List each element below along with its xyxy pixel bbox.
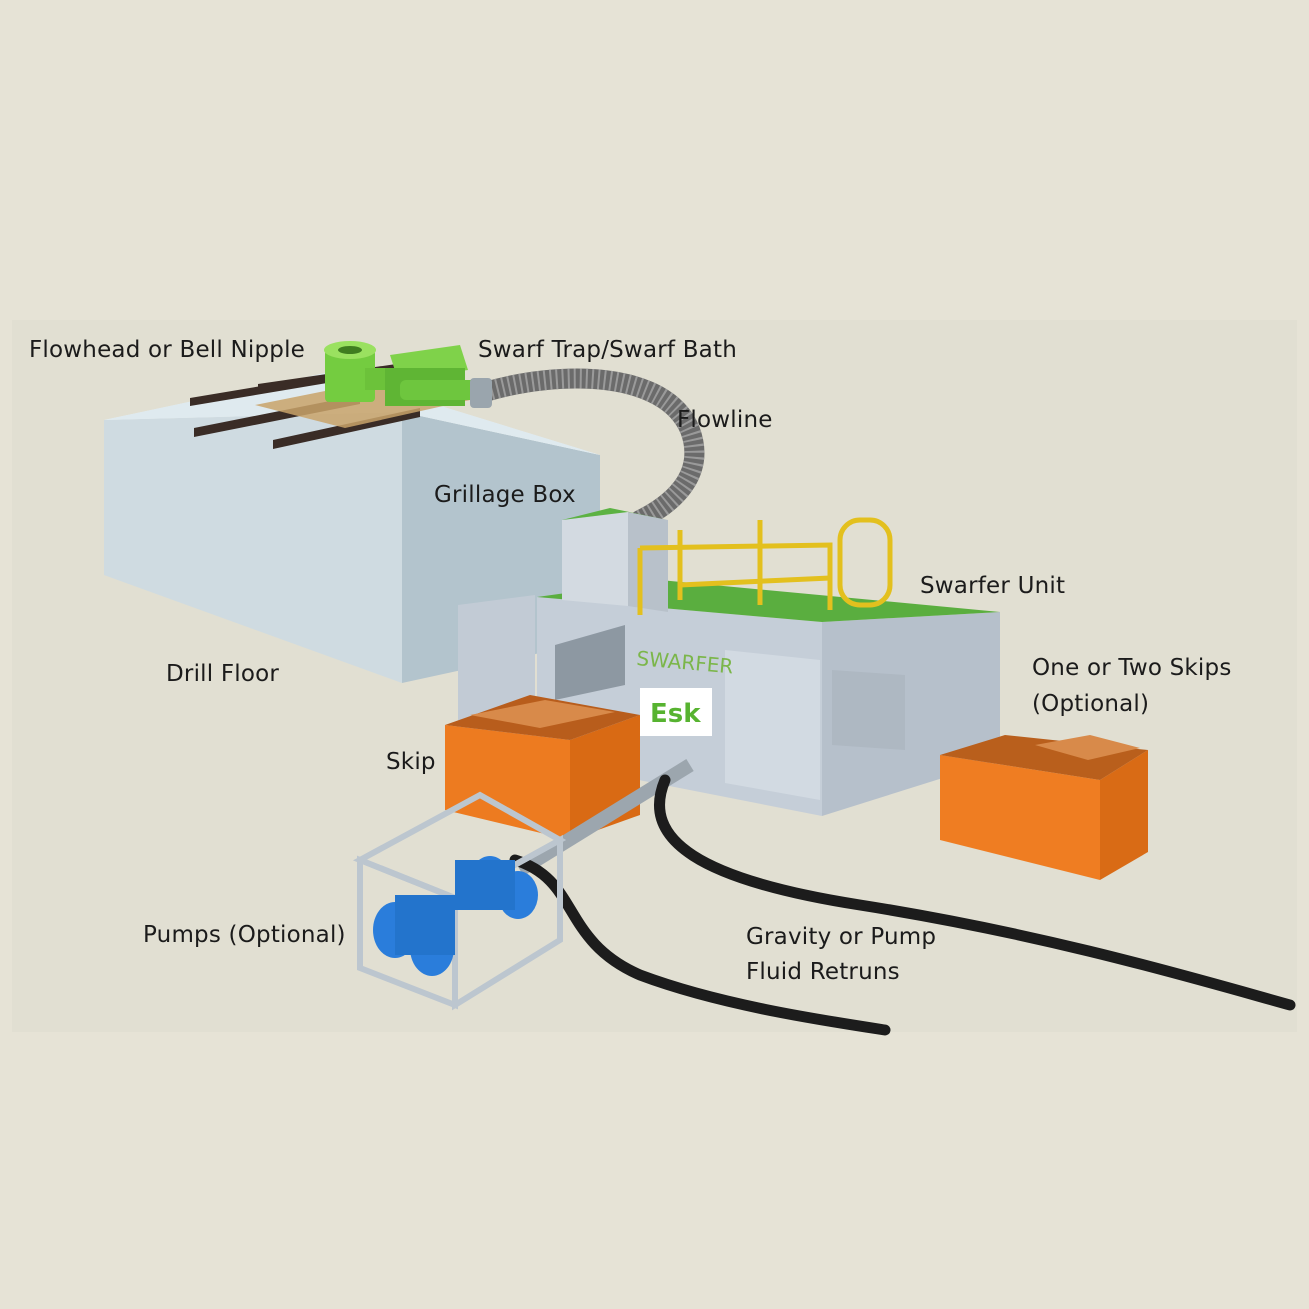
label-swarfer-unit: Swarfer Unit — [920, 573, 1066, 599]
label-returns-line1: Gravity or Pump — [746, 924, 937, 950]
esk-logo-text: Esk — [650, 699, 701, 729]
label-flowhead: Flowhead or Bell Nipple — [29, 337, 306, 363]
return-hose-1 — [654, 774, 1296, 1011]
esk-logo-panel — [640, 688, 712, 736]
label-flowline: Flowline — [677, 407, 773, 433]
label-skips-line2: (Optional) — [1032, 691, 1150, 717]
grillage-box — [562, 508, 668, 612]
railings — [637, 517, 893, 615]
flowline-coupling — [470, 378, 492, 408]
skip-right — [940, 735, 1148, 880]
label-pumps: Pumps (Optional) — [143, 922, 346, 948]
label-grillage-box: Grillage Box — [434, 482, 576, 508]
label-skips-line1: One or Two Skips — [1032, 655, 1232, 681]
pump-skid — [352, 791, 567, 1011]
flowline-hose-rings — [482, 368, 705, 529]
label-swarf-trap: Swarf Trap/Swarf Bath — [478, 337, 737, 363]
label-skip: Skip — [386, 749, 436, 775]
label-returns-line2: Fluid Retruns — [746, 959, 900, 985]
label-drill-floor: Drill Floor — [166, 661, 280, 687]
swarf-trap — [385, 345, 485, 406]
